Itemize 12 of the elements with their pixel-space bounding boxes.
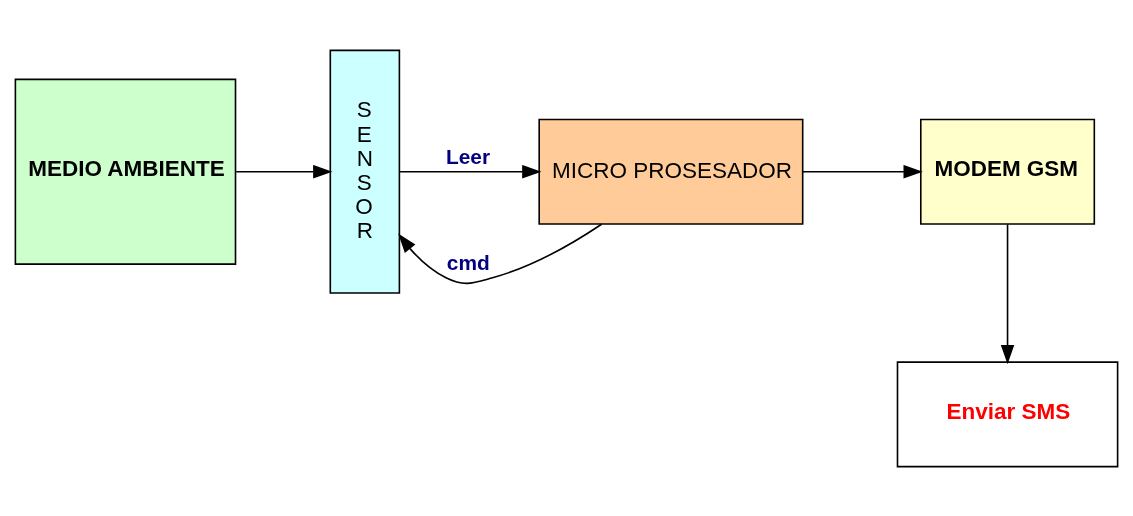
node-box: Enviar SMS [896,360,1119,467]
node-box: S E N S O R [329,49,401,294]
arrow [802,164,923,178]
arrow [235,164,333,178]
edge-label: cmd [446,250,490,274]
node-box: MODEM GSM [920,118,1096,225]
arrow [398,222,603,284]
edge-label: Leer [445,144,491,168]
node-box: MICRO PROSESADOR [538,118,804,225]
arrow [398,164,542,178]
node-box: MEDIO AMBIENTE [14,78,237,265]
arrow [1000,223,1015,364]
